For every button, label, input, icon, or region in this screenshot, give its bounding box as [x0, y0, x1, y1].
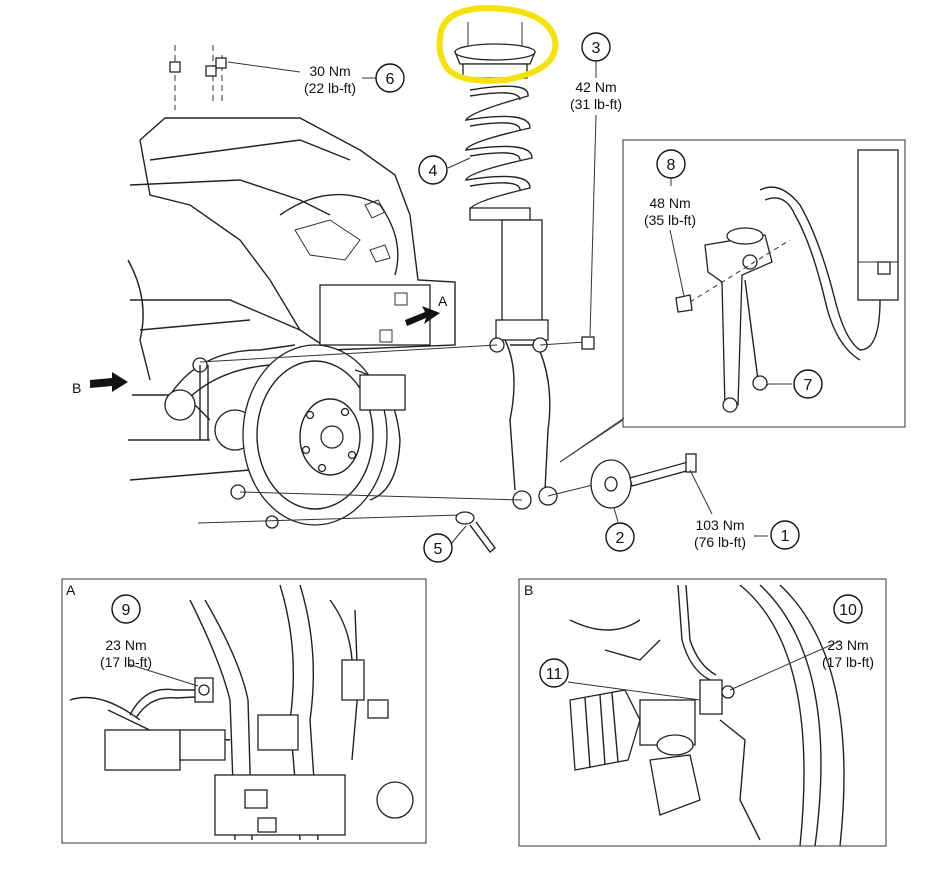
- view-arrow-a: A: [405, 293, 448, 326]
- torque-label-6: 30 Nm (22 lb-ft): [304, 63, 356, 96]
- svg-text:(17 lb-ft): (17 lb-ft): [100, 654, 152, 670]
- svg-text:3: 3: [592, 40, 601, 57]
- svg-text:103 Nm: 103 Nm: [695, 517, 744, 533]
- torque-label-1: 103 Nm (76 lb-ft): [694, 517, 746, 550]
- panel-a-label: A: [66, 582, 76, 598]
- svg-text:(17 lb-ft): (17 lb-ft): [822, 654, 874, 670]
- svg-text:(76 lb-ft): (76 lb-ft): [694, 534, 746, 550]
- brake-rotor: [230, 344, 406, 529]
- svg-text:6: 6: [386, 71, 395, 88]
- callout-8: 8: [656, 149, 686, 179]
- view-arrow-b: B: [72, 372, 128, 396]
- svg-text:(31 lb-ft): (31 lb-ft): [570, 96, 622, 112]
- callout-7: 7: [793, 369, 823, 399]
- highlight-circle: [436, 4, 559, 84]
- torque-label-3: 42 Nm (31 lb-ft): [570, 79, 622, 112]
- callout-3: 3: [581, 32, 611, 62]
- callout-5: 5: [423, 533, 453, 563]
- callout-11: 11: [539, 658, 569, 688]
- detail-panel-b: B 11 10 23 Nm (17 lb-ft): [518, 578, 887, 847]
- callout-4: 4: [418, 155, 448, 185]
- svg-text:10: 10: [839, 602, 857, 619]
- shock-absorber-assembly: [197, 22, 697, 554]
- view-arrow-b-label: B: [72, 380, 81, 396]
- mount-bolts: [169, 45, 227, 110]
- svg-text:48 Nm: 48 Nm: [649, 195, 690, 211]
- callout-6: 6: [375, 63, 405, 93]
- svg-text:9: 9: [122, 602, 131, 619]
- detail-panel-a: A 9 23 Nm (17 lb-ft): [61, 578, 427, 844]
- svg-text:42 Nm: 42 Nm: [575, 79, 616, 95]
- view-arrow-a-label: A: [438, 293, 448, 309]
- callout-1: 1: [770, 520, 800, 550]
- panel-b-label: B: [524, 582, 533, 598]
- callout-2: 2: [605, 522, 635, 552]
- svg-text:4: 4: [429, 163, 438, 180]
- svg-text:2: 2: [616, 530, 625, 547]
- detail-inset: [559, 139, 906, 463]
- svg-text:11: 11: [546, 666, 563, 683]
- svg-text:1: 1: [781, 528, 790, 545]
- torque-label-9: 23 Nm (17 lb-ft): [100, 637, 152, 670]
- svg-text:30 Nm: 30 Nm: [309, 63, 350, 79]
- torque-label-10: 23 Nm (17 lb-ft): [822, 637, 874, 670]
- svg-text:(22 lb-ft): (22 lb-ft): [304, 80, 356, 96]
- svg-text:23 Nm: 23 Nm: [827, 637, 868, 653]
- svg-text:7: 7: [804, 377, 813, 394]
- torque-label-8: 48 Nm (35 lb-ft): [644, 195, 696, 228]
- svg-text:23 Nm: 23 Nm: [105, 637, 146, 653]
- main-assembly-drawing: A B: [72, 4, 906, 563]
- callout-9: 9: [111, 594, 141, 624]
- svg-text:(35 lb-ft): (35 lb-ft): [644, 212, 696, 228]
- callout-10: 10: [833, 594, 863, 624]
- svg-text:8: 8: [667, 157, 676, 174]
- svg-text:5: 5: [434, 541, 443, 558]
